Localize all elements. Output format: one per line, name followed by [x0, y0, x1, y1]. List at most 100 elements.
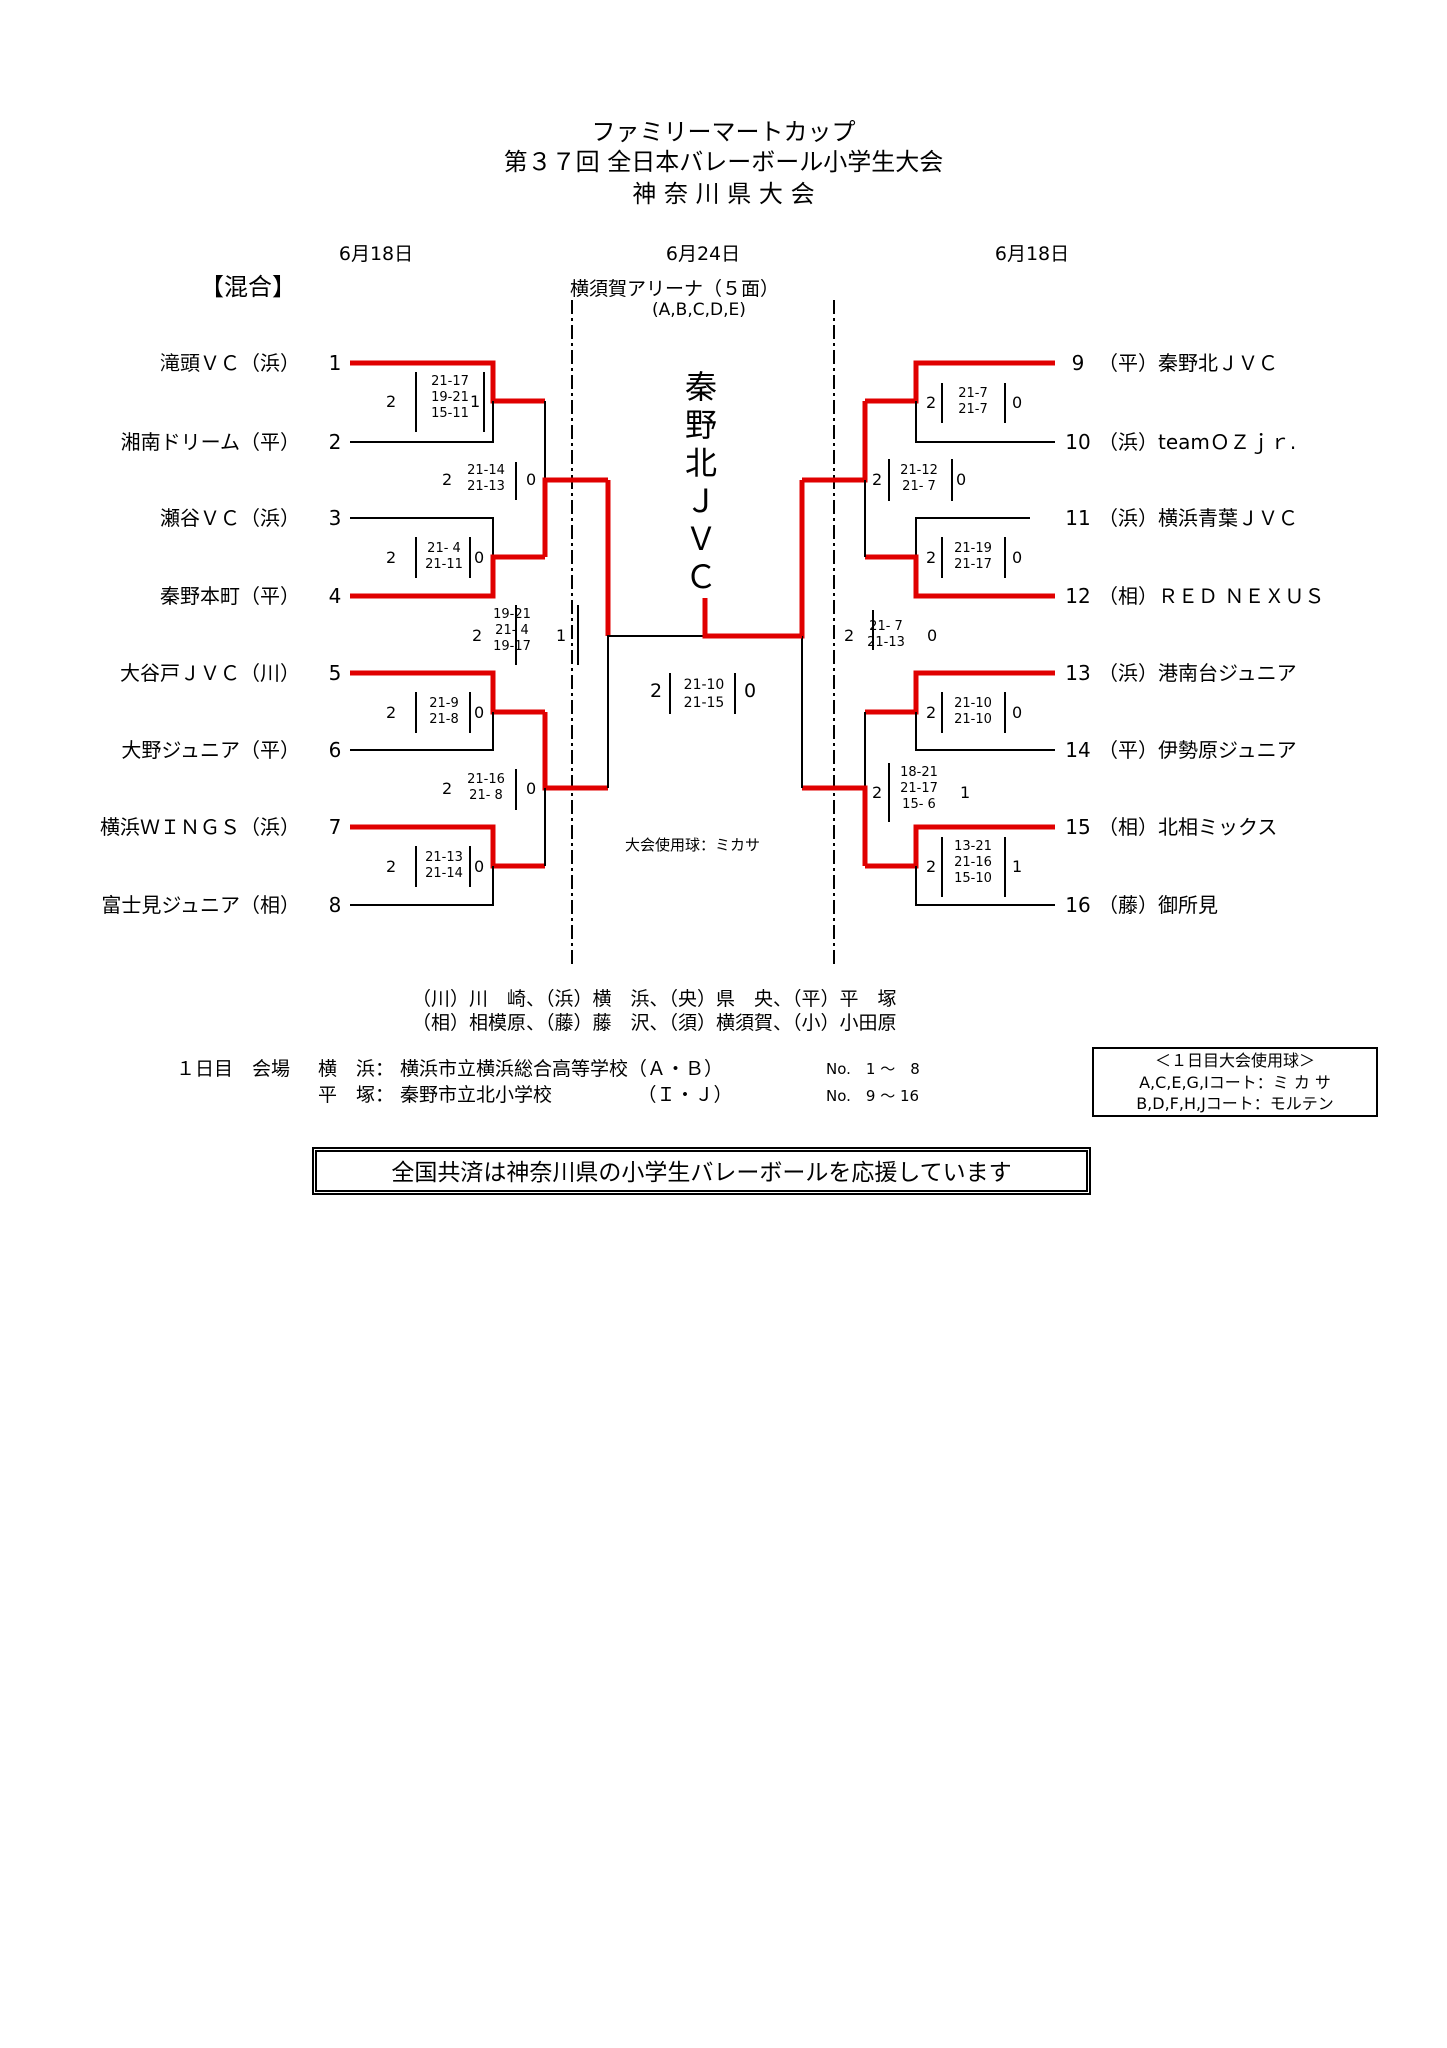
- score-loser-sets: 0: [526, 779, 537, 798]
- left-round2-match1: [542, 401, 608, 557]
- team-name: （平）伊勢原ジュニア: [1098, 738, 1297, 762]
- day1-venue1-name: 横浜市立横浜総合高等学校（Ａ・Ｂ）: [400, 1058, 724, 1080]
- score-winner-sets: 2: [472, 626, 483, 645]
- final-winner-line: [702, 598, 802, 639]
- team-number: 2: [328, 430, 342, 454]
- right-round1-match1: [865, 360, 1055, 443]
- team-name: 瀬谷ＶＣ（浜）: [160, 506, 300, 530]
- day1-venue1-numbers: No. 1 ～ 8: [826, 1060, 920, 1078]
- score-loser-sets: 1: [556, 626, 567, 645]
- score-loser-sets: 0: [1012, 548, 1023, 567]
- champion-char: Ｃ: [684, 559, 717, 595]
- team-name: （藤）御所見: [1098, 893, 1218, 917]
- left-round2-match2: [542, 712, 608, 866]
- day1-venue2-numbers: No. 9 ～ 16: [826, 1087, 920, 1105]
- team-name: （相）北相ミックス: [1098, 815, 1278, 839]
- score-winner-sets: 2: [386, 857, 397, 876]
- team-name: 横浜ＷＩＮＧＳ（浜）: [100, 815, 300, 839]
- date-left: 6月18日: [338, 243, 414, 265]
- team-number: 12: [1065, 584, 1091, 608]
- score-loser-sets: 0: [956, 470, 967, 489]
- score-winner-sets: 2: [386, 392, 397, 411]
- left-round1-match4: [350, 824, 545, 906]
- team-name: （浜）港南台ジュニア: [1098, 661, 1297, 685]
- day1-ball-line: B,D,F,H,Jコート：モルテン: [1136, 1094, 1334, 1113]
- score-winner-sets: 2: [872, 783, 883, 802]
- score-winner-sets: 2: [926, 393, 937, 412]
- champion-char: Ｊ: [684, 483, 717, 519]
- team-number: 4: [328, 584, 342, 608]
- left-semifinal: [605, 480, 705, 788]
- region-legend-line: （川）川 崎、（浜）横 浜、（央）県 央、（平）平 塚: [412, 988, 897, 1010]
- sponsor-banner-text: 全国共済は神奈川県の小学生バレーボールを応援しています: [391, 1160, 1012, 1186]
- team-number: 3: [328, 506, 342, 530]
- team-number: 11: [1065, 506, 1091, 530]
- team-name: 富士見ジュニア（相）: [101, 893, 300, 917]
- venue-name: 横須賀アリーナ（５面）: [570, 278, 780, 300]
- champion-char: 秦: [684, 369, 717, 405]
- score-loser-sets: 0: [474, 548, 485, 567]
- score-winner-sets: 2: [872, 470, 883, 489]
- score-winner-sets: 2: [926, 703, 937, 722]
- team-number: 7: [328, 815, 342, 839]
- category-label: 【混合】: [200, 273, 296, 301]
- score-bars: [415, 372, 1006, 897]
- team-name: 湘南ドリーム（平）: [120, 430, 300, 454]
- score-winner-sets: 2: [442, 779, 453, 798]
- champion-char: Ｖ: [684, 521, 717, 557]
- score-winner-sets: 2: [386, 703, 397, 722]
- team-name: 大野ジュニア（平）: [121, 738, 300, 762]
- team-name: 大谷戸ＪＶＣ（川）: [120, 661, 300, 685]
- team-number: 13: [1065, 661, 1091, 685]
- score-winner-sets: 2: [442, 470, 453, 489]
- left-round1-match1: [350, 360, 545, 443]
- team-name: （浜）teamＯＺｊｒ.: [1098, 430, 1297, 454]
- day1-venue2-name: 秦野市立北小学校 （Ｉ・Ｊ）: [400, 1084, 733, 1106]
- team-number: 6: [328, 738, 342, 762]
- team-name: （相）ＲＥＤ ＮＥＸＵＳ: [1098, 584, 1325, 608]
- left-round1-match3: [350, 670, 545, 751]
- day1-venue2-city: 平 塚：: [318, 1084, 395, 1106]
- left-round1-match2: [350, 517, 545, 599]
- score-loser-sets: 1: [1012, 857, 1023, 876]
- right-round2-match2: [802, 712, 868, 866]
- champion-char: 北: [684, 445, 717, 481]
- score-winner-sets: 2: [844, 626, 855, 645]
- score-winner-sets: 2: [926, 857, 937, 876]
- team-number: 1: [328, 351, 342, 375]
- score-loser-sets: 0: [474, 857, 485, 876]
- score-winner-sets: 2: [386, 548, 397, 567]
- score-loser-sets: 0: [1012, 393, 1023, 412]
- date-center: 6月24日: [665, 243, 741, 265]
- team-name: 秦野本町（平）: [160, 584, 300, 608]
- score-loser-sets: 0: [744, 680, 757, 702]
- team-number: 14: [1065, 738, 1091, 762]
- team-number: 15: [1065, 815, 1091, 839]
- team-number: 16: [1065, 893, 1091, 917]
- day1-ball-line: A,C,E,G,Iコート：ミ カ サ: [1139, 1073, 1331, 1092]
- score-loser-sets: 0: [1012, 703, 1023, 722]
- official-ball: 大会使用球：ミカサ: [625, 836, 761, 854]
- day1-ball-title: ＜１日目大会使用球＞: [1154, 1051, 1315, 1070]
- region-legend-line: （相）相模原、（藤）藤 沢、（須）横須賀、（小）小田原: [412, 1012, 897, 1034]
- score-loser-sets: 0: [927, 626, 938, 645]
- right-round2-match1: [802, 401, 868, 557]
- team-number: 5: [328, 661, 342, 685]
- team-name: （平）秦野北ＪＶＣ: [1098, 351, 1278, 375]
- champion-char: 野: [684, 407, 717, 443]
- team-number: 9: [1071, 351, 1085, 375]
- team-number: 10: [1065, 430, 1091, 454]
- tournament-subtitle: 神 奈 川 県 大 会: [632, 180, 815, 208]
